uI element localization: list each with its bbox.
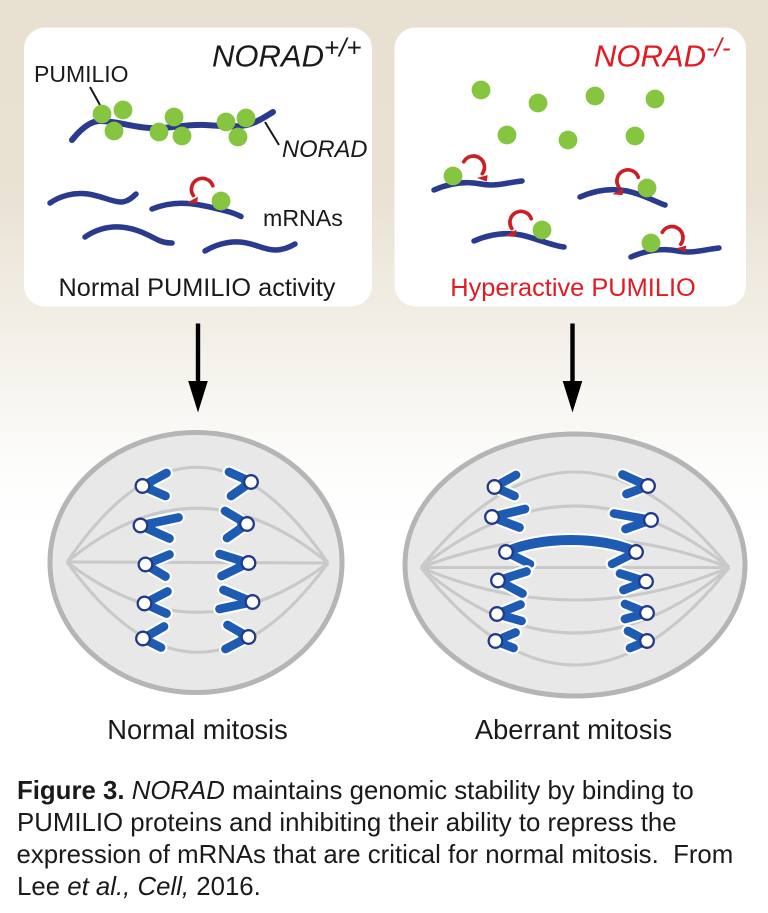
svg-text:NORAD: NORAD	[282, 137, 368, 163]
svg-text:Figure 3. NORAD maintains geno: Figure 3. NORAD maintains genomic stabil…	[17, 777, 694, 805]
svg-text:Aberrant mitosis: Aberrant mitosis	[475, 714, 672, 745]
svg-text:Normal PUMILIO activity: Normal PUMILIO activity	[59, 274, 336, 302]
svg-text:mRNAs: mRNAs	[263, 205, 343, 231]
svg-text:Hyperactive PUMILIO: Hyperactive PUMILIO	[450, 274, 696, 302]
svg-text:NORAD-/-: NORAD-/-	[594, 33, 731, 74]
svg-text:Lee et al., Cell, 2016.: Lee et al., Cell, 2016.	[17, 873, 261, 901]
svg-text:PUMILIO proteins and inhibitin: PUMILIO proteins and inhibiting their ab…	[17, 809, 677, 837]
svg-text:Normal mitosis: Normal mitosis	[107, 714, 287, 745]
svg-text:expression of mRNAs that are c: expression of mRNAs that are critical fo…	[17, 841, 734, 869]
svg-text:PUMILIO: PUMILIO	[34, 61, 129, 87]
